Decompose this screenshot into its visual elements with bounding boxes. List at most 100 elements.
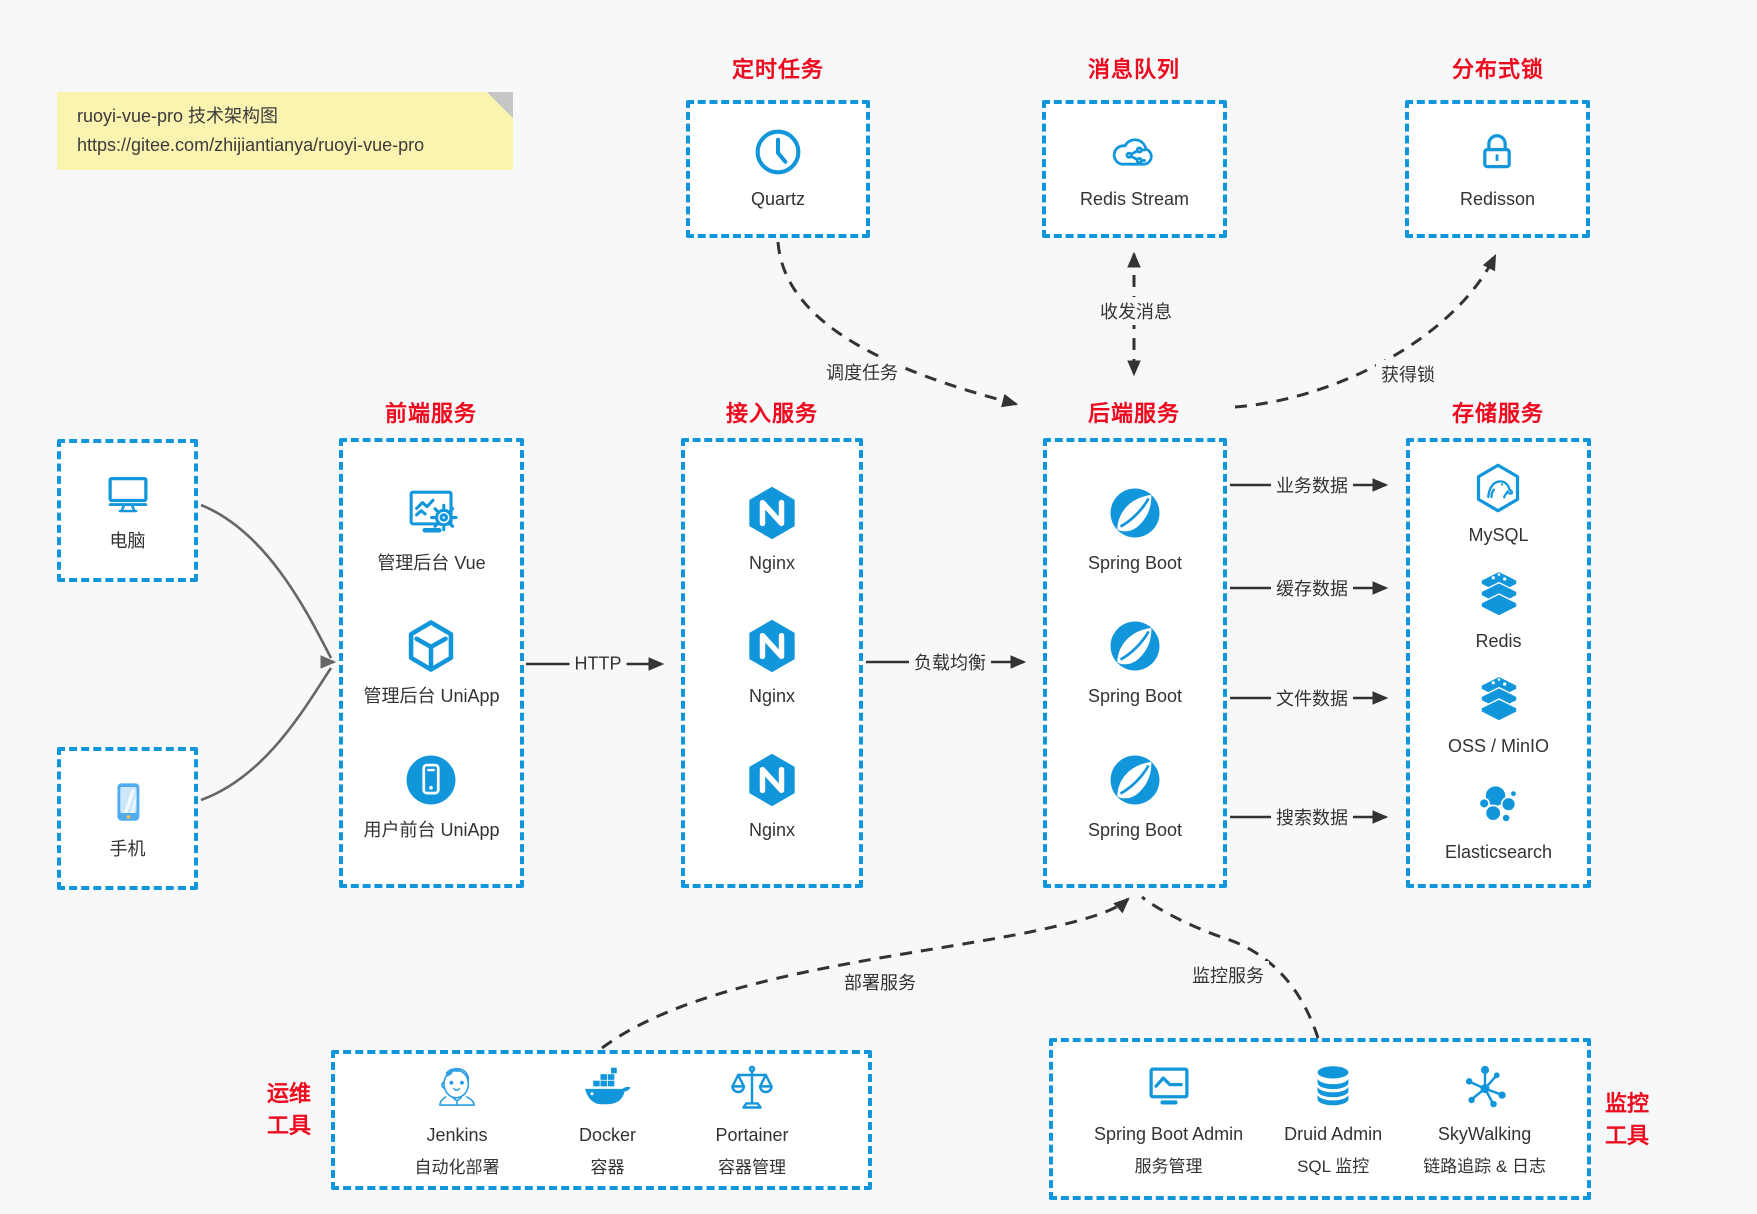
node-label: Druid Admin xyxy=(1284,1124,1383,1145)
oss-stack-icon xyxy=(1479,675,1518,722)
nginx-node-2: Nginx xyxy=(743,617,801,708)
redis-node: Redis xyxy=(1473,568,1525,653)
spring-boot-admin-node: Spring Boot Admin 服务管理 xyxy=(1094,1061,1243,1176)
node-label: 管理后台 Vue xyxy=(377,553,486,574)
node-label: Elasticsearch xyxy=(1444,841,1553,862)
monitor-service-label: 监控服务 xyxy=(1187,961,1269,989)
portainer-node: Portainer 容器管理 xyxy=(715,1062,789,1177)
redisson-box: Redisson xyxy=(1405,100,1590,238)
backend-services-box: Spring Boot Spring Boot Spring Boot xyxy=(1043,438,1227,888)
node-label: Nginx xyxy=(748,686,796,707)
node-desc: 链路追踪 & 日志 xyxy=(1423,1156,1546,1176)
ops-tools-title: 运维 工具 xyxy=(234,1078,344,1142)
node-label: SkyWalking xyxy=(1437,1124,1532,1145)
node-label: Spring Boot Admin xyxy=(1094,1124,1244,1145)
mobile-client-node: 手机 xyxy=(102,776,154,861)
druid-admin-node: Druid Admin SQL 监控 xyxy=(1284,1061,1382,1176)
send-receive-message-label: 收发消息 xyxy=(1095,297,1177,325)
frontend-services-box: 管理后台 Vue 管理后台 UniApp 用户前台 UniApp xyxy=(339,438,524,888)
node-label: 管理后台 UniApp xyxy=(363,686,500,707)
node-label: 手机 xyxy=(109,838,146,859)
node-label: Docker xyxy=(578,1125,636,1146)
spring-icon xyxy=(1110,488,1160,538)
nginx-icon xyxy=(749,486,795,540)
node-label: OSS / MinIO xyxy=(1447,736,1550,757)
lock-arrow xyxy=(1234,253,1497,409)
monitor-tools-title-line2: 工具 xyxy=(1605,1123,1650,1148)
ops-tools-title-line2: 工具 xyxy=(266,1113,311,1138)
admin-uniapp-node: 管理后台 UniApp xyxy=(363,617,500,708)
ops-tools-title-line1: 运维 xyxy=(266,1081,311,1106)
redis-stream-box: Redis Stream xyxy=(1042,100,1227,238)
spring-boot-node-1: Spring Boot xyxy=(1088,484,1182,575)
spring-boot-node-3: Spring Boot xyxy=(1088,751,1182,842)
node-label: Redis Stream xyxy=(1079,189,1190,210)
node-label: Nginx xyxy=(748,819,796,840)
cache-data-label: 缓存数据 xyxy=(1271,574,1353,602)
skywalking-icon xyxy=(1465,1066,1506,1108)
node-label: MySQL xyxy=(1468,525,1529,546)
docker-icon xyxy=(585,1068,632,1105)
node-label: 电脑 xyxy=(109,530,146,551)
nginx-icon xyxy=(749,620,795,673)
admin-vue-node: 管理后台 Vue xyxy=(377,484,486,575)
uniapp-cube-icon xyxy=(409,620,454,673)
elasticsearch-node: Elasticsearch xyxy=(1445,779,1552,864)
deploy-service-label: 部署服务 xyxy=(839,968,921,996)
pc-client-node: 电脑 xyxy=(102,468,154,553)
redis-stack-icon xyxy=(1479,570,1518,617)
spring-icon xyxy=(1110,755,1160,805)
mobile-icon xyxy=(116,783,139,821)
clock-icon xyxy=(755,130,801,175)
storage-services-box: MySQL Redis xyxy=(1406,438,1591,888)
node-desc: 服务管理 xyxy=(1134,1156,1203,1176)
acquire-lock-label: 获得锁 xyxy=(1376,360,1440,388)
nginx-node-3: Nginx xyxy=(743,751,801,842)
spring-icon xyxy=(1110,621,1160,671)
title-storage-services: 存储服务 xyxy=(1451,401,1544,426)
monitor-tools-box: Spring Boot Admin 服务管理 Druid Admin SQL 监… xyxy=(1049,1038,1591,1200)
load-balance-label: 负载均衡 xyxy=(909,648,991,676)
druid-icon xyxy=(1317,1066,1349,1106)
mysql-node: MySQL xyxy=(1468,462,1529,547)
file-data-label: 文件数据 xyxy=(1271,684,1353,712)
title-message-queue: 消息队列 xyxy=(1087,57,1180,82)
title-access-services: 接入服务 xyxy=(725,401,818,426)
user-uniapp-node: 用户前台 UniApp xyxy=(363,751,500,842)
redis-stream-node: Redis Stream xyxy=(1080,126,1189,211)
monitor-tools-title-line1: 监控 xyxy=(1605,1091,1650,1116)
business-data-label: 业务数据 xyxy=(1271,471,1353,499)
user-app-icon xyxy=(407,755,456,805)
cloud-stream-icon xyxy=(1113,138,1154,166)
quartz-box: Quartz xyxy=(686,100,870,238)
portainer-icon xyxy=(731,1066,773,1110)
nginx-icon xyxy=(749,753,795,806)
title-distributed-lock: 分布式锁 xyxy=(1451,57,1544,82)
sba-icon xyxy=(1149,1067,1189,1105)
title-backend-services: 后端服务 xyxy=(1087,401,1180,426)
node-label: Portainer xyxy=(715,1125,789,1146)
node-label: Quartz xyxy=(750,189,806,210)
node-label: Spring Boot xyxy=(1087,819,1183,840)
note-url: https://gitee.com/zhijiantianya/ruoyi-vu… xyxy=(77,135,425,155)
monitor-tools-title: 监控 工具 xyxy=(1593,1088,1703,1152)
admin-vue-icon xyxy=(409,490,458,533)
node-label: Spring Boot xyxy=(1087,686,1183,707)
redisson-node: Redisson xyxy=(1460,126,1535,211)
desktop-icon xyxy=(108,476,147,513)
skywalking-node: SkyWalking 链路追踪 & 日志 xyxy=(1423,1061,1546,1176)
mobile-client-box: 手机 xyxy=(57,747,198,890)
quartz-node: Quartz xyxy=(751,126,805,211)
pc-client-box: 电脑 xyxy=(57,439,198,582)
spring-boot-node-2: Spring Boot xyxy=(1088,617,1182,708)
jenkins-icon xyxy=(439,1068,475,1107)
node-label: Redis xyxy=(1475,630,1522,651)
node-desc: 容器 xyxy=(590,1157,625,1177)
jenkins-node: Jenkins 自动化部署 xyxy=(414,1062,499,1177)
ops-tools-box: Jenkins 自动化部署 Docker 容器 xyxy=(331,1050,872,1190)
node-label: 用户前台 UniApp xyxy=(363,819,500,840)
sticky-note: ruoyi-vue-pro 技术架构图 https://gitee.com/zh… xyxy=(57,92,513,170)
node-label: Redisson xyxy=(1459,189,1536,210)
client-curves xyxy=(200,503,337,802)
